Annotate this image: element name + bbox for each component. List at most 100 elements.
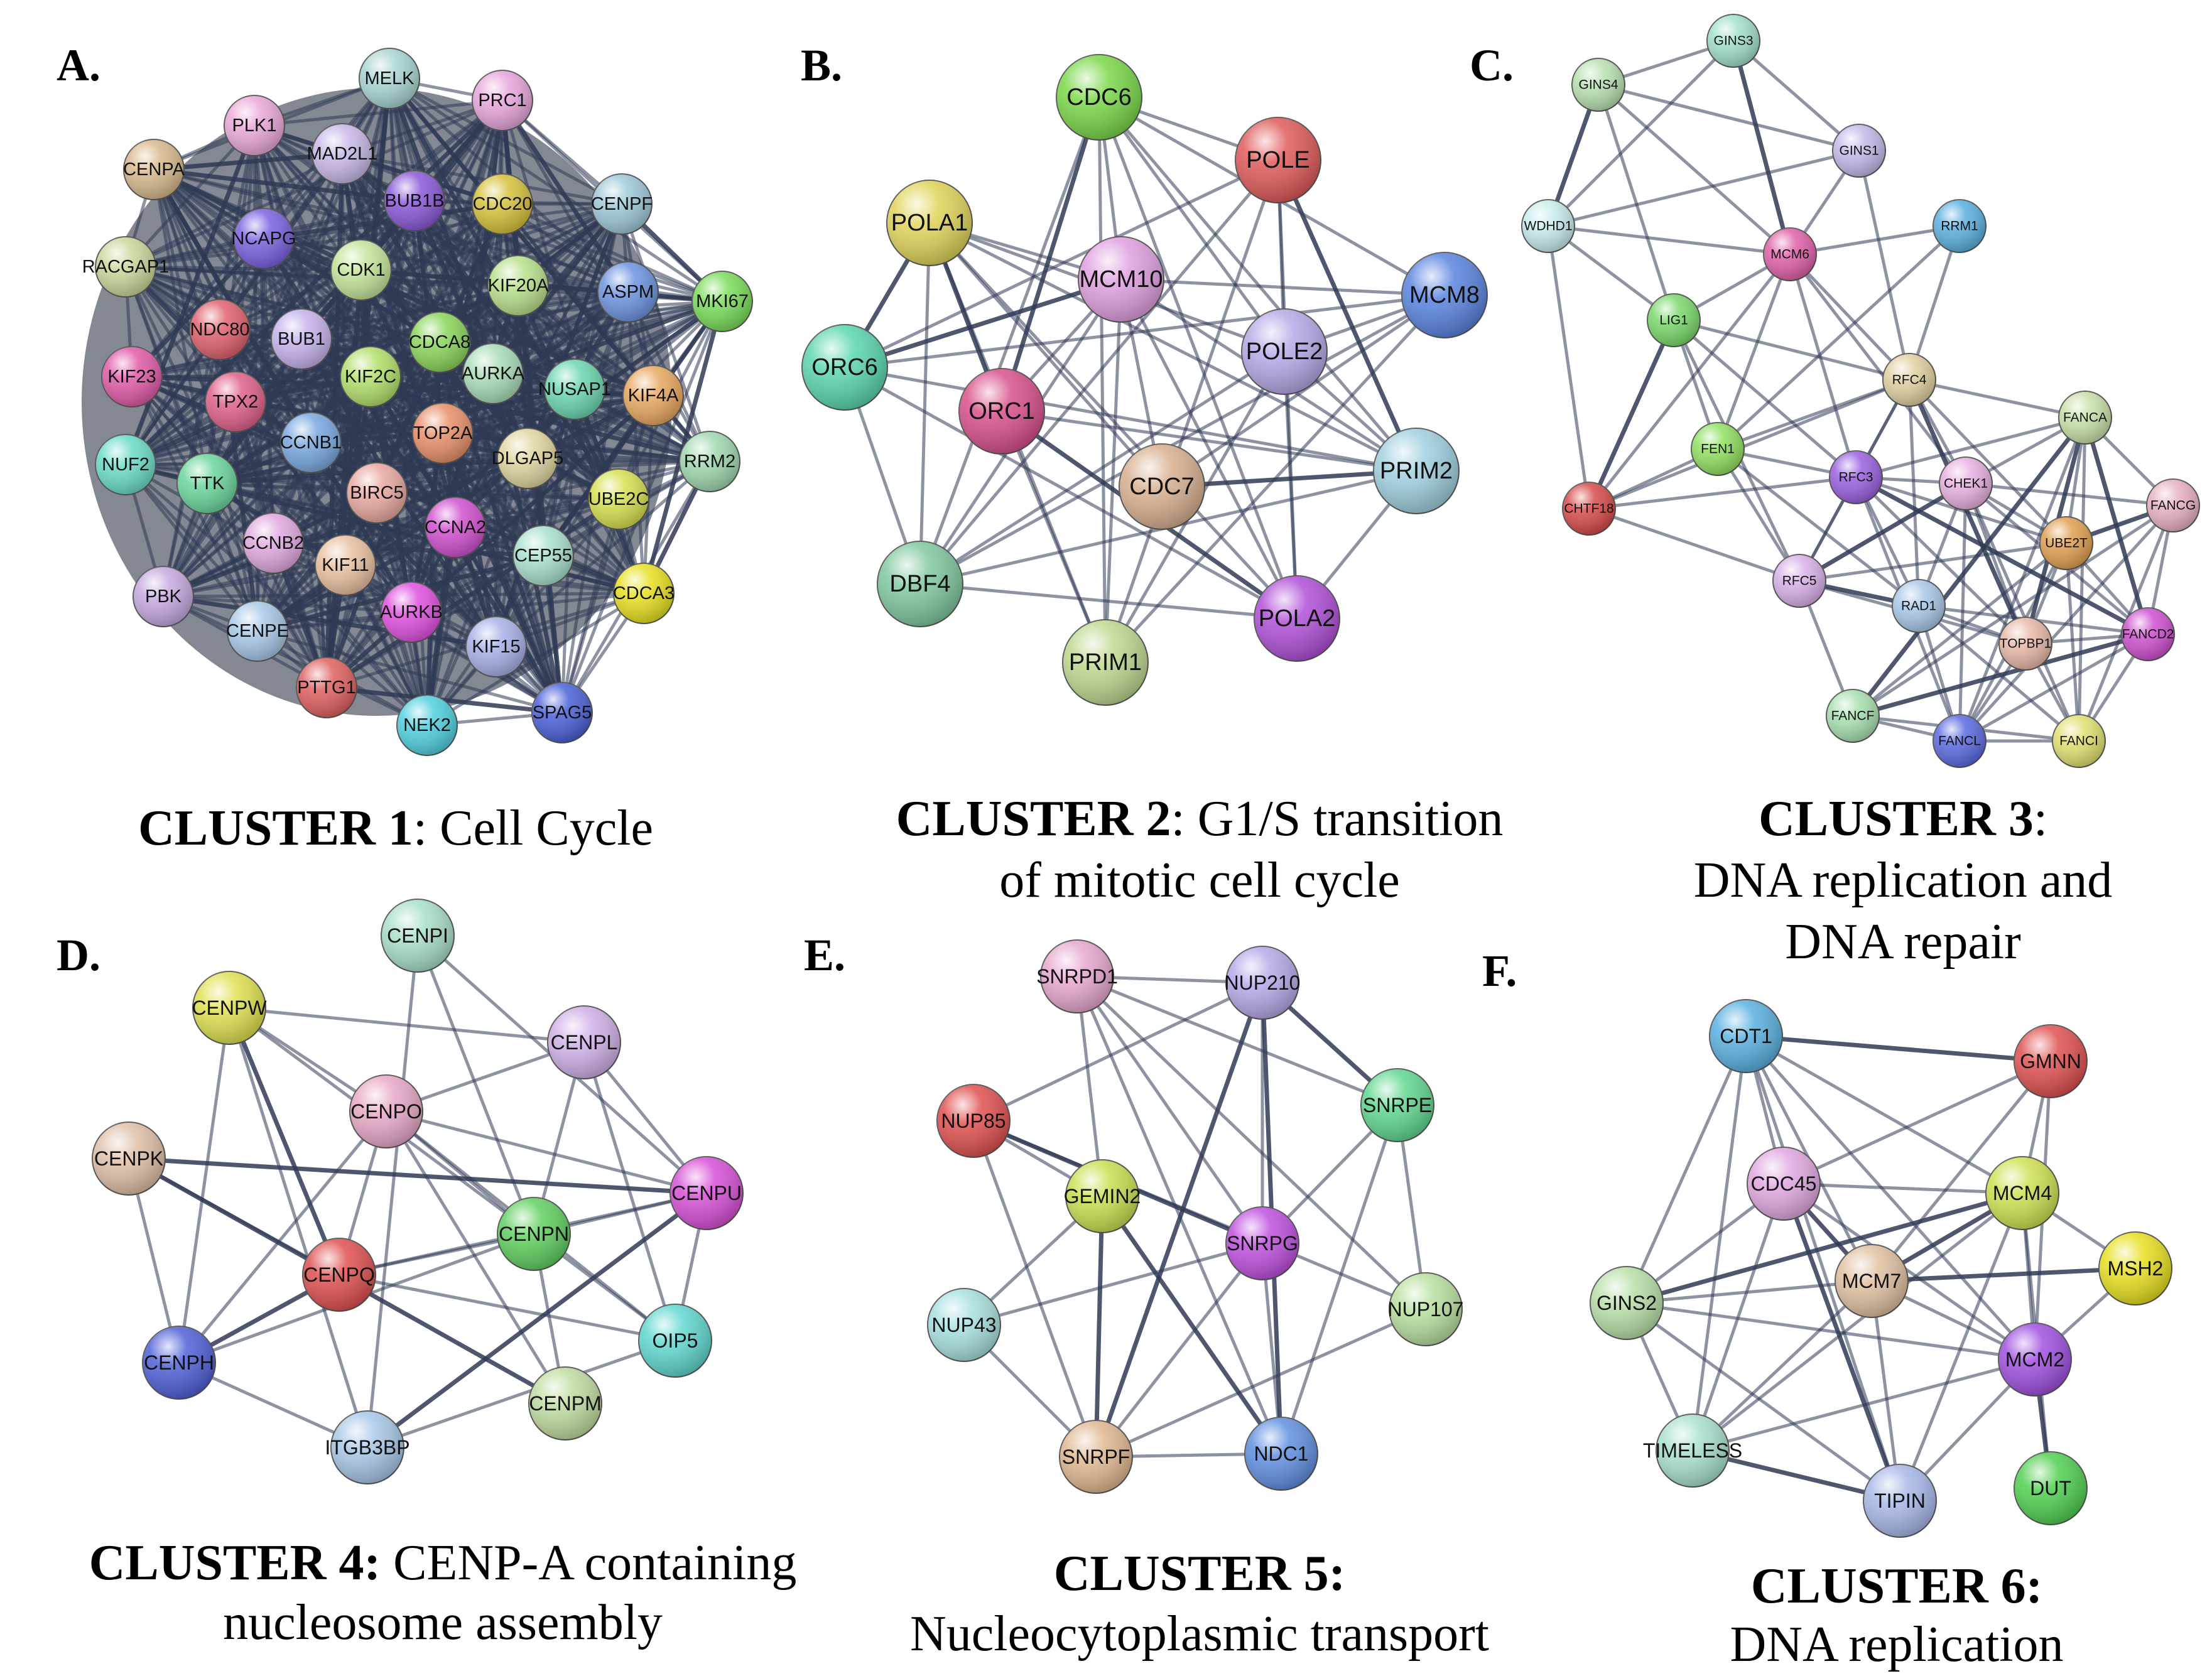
node-nuf2[interactable]: NUF2 bbox=[95, 434, 156, 495]
node-ube2c[interactable]: UBE2C bbox=[588, 468, 649, 530]
node-snrpe[interactable]: SNRPE bbox=[1360, 1068, 1434, 1142]
node-mcm8[interactable]: MCM8 bbox=[1401, 252, 1488, 338]
node-mcm4[interactable]: MCM4 bbox=[1985, 1156, 2059, 1230]
node-pttg1[interactable]: PTTG1 bbox=[296, 657, 357, 718]
node-nup43[interactable]: NUP43 bbox=[927, 1288, 1001, 1362]
node-rfc3[interactable]: RFC3 bbox=[1829, 450, 1883, 504]
node-pole[interactable]: POLE bbox=[1235, 117, 1321, 203]
node-racgap1[interactable]: RACGAP1 bbox=[82, 236, 170, 298]
node-gins4[interactable]: GINS4 bbox=[1571, 58, 1625, 112]
node-cenpf[interactable]: CENPF bbox=[591, 173, 653, 235]
node-prim1[interactable]: PRIM1 bbox=[1062, 619, 1149, 706]
node-cdc6[interactable]: CDC6 bbox=[1056, 54, 1142, 141]
node-top2a[interactable]: TOP2A bbox=[412, 403, 474, 464]
node-aurkb[interactable]: AURKB bbox=[380, 581, 443, 643]
node-cenpq[interactable]: CENPQ bbox=[302, 1238, 376, 1312]
node-fancf[interactable]: FANCF bbox=[1826, 689, 1880, 743]
node-kif2c[interactable]: KIF2C bbox=[340, 346, 401, 408]
node-cdk1[interactable]: CDK1 bbox=[330, 239, 392, 301]
node-topbp1[interactable]: TOPBP1 bbox=[1998, 617, 2052, 671]
node-orc6[interactable]: ORC6 bbox=[801, 324, 888, 411]
node-cdca8[interactable]: CDCA8 bbox=[409, 311, 470, 373]
node-pola1[interactable]: POLA1 bbox=[886, 180, 973, 266]
node-fen1[interactable]: FEN1 bbox=[1691, 422, 1745, 476]
node-cenpa[interactable]: CENPA bbox=[123, 139, 185, 200]
node-chtf18[interactable]: CHTF18 bbox=[1562, 482, 1616, 536]
node-dlgap5[interactable]: DLGAP5 bbox=[492, 428, 563, 489]
node-rfc4[interactable]: RFC4 bbox=[1882, 353, 1936, 407]
node-snrpd1[interactable]: SNRPD1 bbox=[1036, 939, 1118, 1014]
node-chek1[interactable]: CHEK1 bbox=[1939, 457, 1993, 511]
node-rrm2[interactable]: RRM2 bbox=[679, 431, 740, 492]
node-kif4a[interactable]: KIF4A bbox=[622, 365, 684, 426]
node-ndc1[interactable]: NDC1 bbox=[1244, 1417, 1318, 1491]
node-orc1[interactable]: ORC1 bbox=[958, 368, 1045, 455]
node-nup107[interactable]: NUP107 bbox=[1388, 1272, 1464, 1346]
node-ndc80[interactable]: NDC80 bbox=[189, 299, 251, 360]
node-lig1[interactable]: LIG1 bbox=[1647, 293, 1701, 347]
node-plk1[interactable]: PLK1 bbox=[224, 95, 285, 156]
node-kif23[interactable]: KIF23 bbox=[101, 346, 163, 408]
node-snrpf[interactable]: SNRPF bbox=[1059, 1420, 1133, 1494]
node-msh2[interactable]: MSH2 bbox=[2098, 1231, 2172, 1306]
node-gins1[interactable]: GINS1 bbox=[1832, 124, 1886, 178]
node-cdt1[interactable]: CDT1 bbox=[1709, 999, 1783, 1073]
node-nusap1[interactable]: NUSAP1 bbox=[538, 359, 611, 420]
node-bub1[interactable]: BUB1 bbox=[271, 308, 332, 370]
node-ccnb2[interactable]: CCNB2 bbox=[242, 512, 304, 574]
node-nek2[interactable]: NEK2 bbox=[396, 695, 458, 756]
node-dbf4[interactable]: DBF4 bbox=[877, 541, 963, 627]
node-gemin2[interactable]: GEMIN2 bbox=[1064, 1159, 1141, 1233]
node-cdc7[interactable]: CDC7 bbox=[1119, 443, 1205, 530]
node-cenpu[interactable]: CENPU bbox=[670, 1156, 744, 1230]
node-cenpl[interactable]: CENPL bbox=[547, 1005, 621, 1079]
node-itgb3bp[interactable]: ITGB3BP bbox=[325, 1410, 410, 1484]
node-mcm7[interactable]: MCM7 bbox=[1835, 1244, 1909, 1318]
node-bub1b[interactable]: BUB1B bbox=[384, 170, 445, 232]
node-fancg[interactable]: FANCG bbox=[2146, 478, 2200, 533]
node-wdhd1[interactable]: WDHD1 bbox=[1521, 199, 1575, 253]
node-ncapg[interactable]: NCAPG bbox=[231, 208, 296, 269]
node-fanci[interactable]: FANCI bbox=[2052, 714, 2106, 768]
node-pole2[interactable]: POLE2 bbox=[1241, 308, 1328, 395]
node-gins3[interactable]: GINS3 bbox=[1706, 14, 1760, 68]
node-melk[interactable]: MELK bbox=[359, 48, 420, 109]
node-timeless[interactable]: TIMELESS bbox=[1643, 1414, 1742, 1488]
node-kif20a[interactable]: KIF20A bbox=[487, 255, 549, 316]
node-cenpn[interactable]: CENPN bbox=[497, 1197, 571, 1271]
node-ccnb1[interactable]: CCNB1 bbox=[280, 412, 342, 473]
node-rad1[interactable]: RAD1 bbox=[1892, 579, 1946, 633]
node-aurka[interactable]: AURKA bbox=[462, 343, 525, 404]
node-rfc5[interactable]: RFC5 bbox=[1772, 554, 1826, 608]
node-snrpg[interactable]: SNRPG bbox=[1225, 1206, 1299, 1280]
node-cenpi[interactable]: CENPI bbox=[381, 899, 455, 973]
node-mad2l1[interactable]: MAD2L1 bbox=[307, 123, 378, 185]
node-prc1[interactable]: PRC1 bbox=[472, 70, 533, 131]
node-spag5[interactable]: SPAG5 bbox=[531, 682, 593, 743]
node-mcm6[interactable]: MCM6 bbox=[1763, 227, 1817, 281]
node-gmnn[interactable]: GMNN bbox=[2014, 1024, 2088, 1098]
node-gins2[interactable]: GINS2 bbox=[1590, 1266, 1664, 1340]
node-pbk[interactable]: PBK bbox=[133, 566, 194, 627]
node-nup85[interactable]: NUP85 bbox=[936, 1084, 1011, 1158]
node-cenpe[interactable]: CENPE bbox=[226, 600, 289, 662]
node-aspm[interactable]: ASPM bbox=[597, 261, 659, 323]
node-cenpk[interactable]: CENPK bbox=[92, 1122, 166, 1196]
node-cenpo[interactable]: CENPO bbox=[349, 1074, 423, 1149]
node-oip5[interactable]: OIP5 bbox=[638, 1304, 712, 1378]
node-pola2[interactable]: POLA2 bbox=[1254, 575, 1340, 662]
node-cdc45[interactable]: CDC45 bbox=[1747, 1147, 1821, 1221]
node-cep55[interactable]: CEP55 bbox=[512, 525, 574, 587]
node-birc5[interactable]: BIRC5 bbox=[346, 462, 408, 524]
node-cenpm[interactable]: CENPM bbox=[528, 1366, 602, 1441]
node-kif11[interactable]: KIF11 bbox=[315, 534, 376, 596]
node-fanca[interactable]: FANCA bbox=[2058, 391, 2112, 445]
node-rrm1[interactable]: RRM1 bbox=[1933, 199, 1987, 253]
node-dut[interactable]: DUT bbox=[2014, 1451, 2088, 1525]
node-cenph[interactable]: CENPH bbox=[142, 1326, 216, 1400]
node-cdc20[interactable]: CDC20 bbox=[472, 173, 533, 235]
node-mki67[interactable]: MKI67 bbox=[691, 271, 753, 332]
node-mcm2[interactable]: MCM2 bbox=[1998, 1322, 2072, 1397]
node-ube2t[interactable]: UBE2T bbox=[2039, 516, 2093, 570]
node-mcm10[interactable]: MCM10 bbox=[1078, 236, 1164, 323]
